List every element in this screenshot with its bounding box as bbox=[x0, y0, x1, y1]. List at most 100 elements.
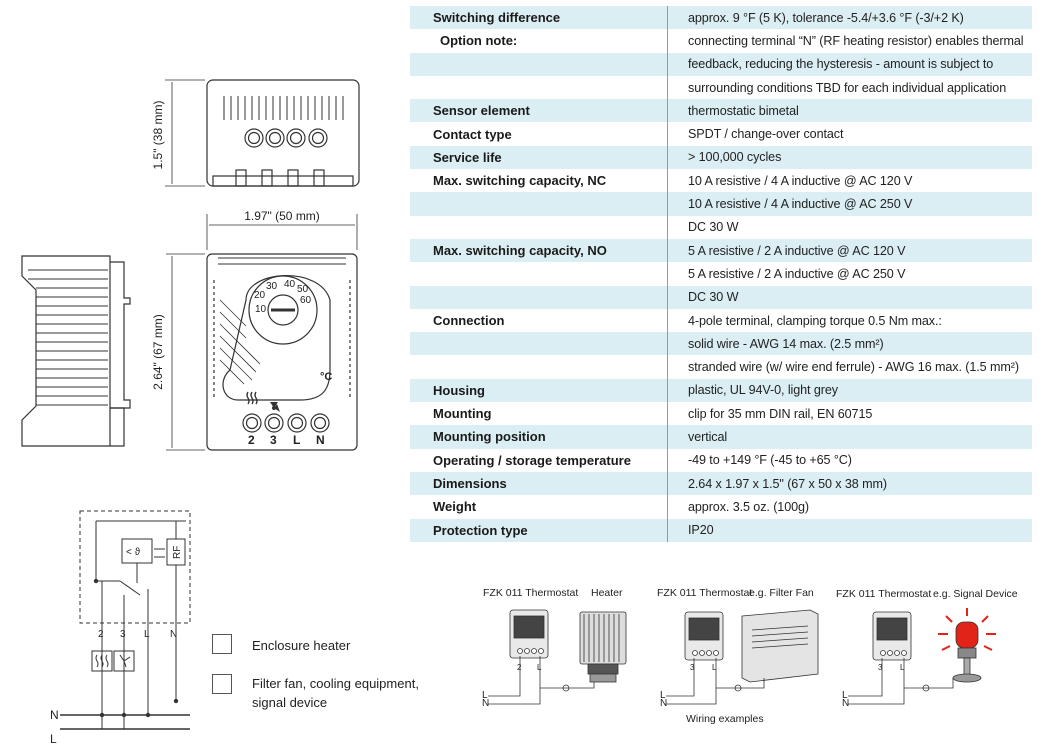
ex2-t3: 3 bbox=[690, 663, 695, 672]
spec-value: 5 A resistive / 2 A inductive @ AC 250 V bbox=[667, 262, 1032, 286]
spec-value: approx. 9 °F (5 K), tolerance -5.4/+3.6 … bbox=[667, 6, 1032, 30]
ex1-t2: 2 bbox=[517, 663, 522, 672]
front-view bbox=[206, 253, 358, 451]
legend-fan-label-1: Filter fan, cooling equipment, bbox=[252, 676, 419, 691]
spec-key: Operating / storage temperature bbox=[433, 452, 631, 468]
spec-value: > 100,000 cycles bbox=[667, 145, 1032, 170]
circuit-terminal-N: N bbox=[170, 629, 177, 640]
scale-50: 50 bbox=[297, 284, 309, 295]
spec-key: Service life bbox=[433, 149, 502, 165]
spec-key: Mounting bbox=[433, 406, 492, 422]
spec-value: 10 A resistive / 4 A inductive @ AC 250 … bbox=[667, 192, 1032, 216]
ex1-n: N bbox=[482, 698, 489, 709]
filter-fan-device bbox=[741, 609, 819, 683]
front-terminal-2: 2 bbox=[248, 433, 255, 447]
ex1-load-label: Heater bbox=[591, 587, 623, 599]
spec-key: Protection type bbox=[433, 522, 528, 538]
spec-value: 4-pole terminal, clamping torque 0.5 Nm … bbox=[667, 308, 1032, 333]
scale-30: 30 bbox=[266, 281, 278, 292]
spec-row: Weight approx. 3.5 oz. (100g) bbox=[410, 495, 1032, 519]
circuit-terminal-3: 3 bbox=[120, 629, 126, 640]
circuit-terminal-2: 2 bbox=[98, 629, 104, 640]
legend-heater-label: Enclosure heater bbox=[252, 638, 351, 653]
spec-row: solid wire - AWG 14 max. (2.5 mm²) bbox=[410, 332, 1032, 356]
ex1-thermostat bbox=[509, 609, 549, 659]
scale-60: 60 bbox=[300, 295, 312, 306]
spec-key: Max. switching capacity, NO bbox=[433, 243, 607, 259]
spec-key: Dimensions bbox=[433, 476, 507, 492]
spec-value: 5 A resistive / 2 A inductive @ AC 120 V bbox=[667, 238, 1032, 263]
spec-key: Housing bbox=[433, 382, 485, 398]
dimension-drawings: 1.5" (38 mm) 1.97" (50 mm) 2.64" (67 mm) bbox=[21, 79, 360, 451]
ex3-load-label: e.g. Signal Device bbox=[933, 588, 1018, 600]
signal-device bbox=[938, 608, 996, 683]
spec-key: Weight bbox=[433, 499, 477, 515]
spec-row: 10 A resistive / 4 A inductive @ AC 250 … bbox=[410, 192, 1032, 216]
spec-value: 10 A resistive / 4 A inductive @ AC 120 … bbox=[667, 169, 1032, 193]
spec-value: SPDT / change-over contact bbox=[667, 122, 1032, 146]
spec-row: Housing plastic, UL 94V-0, light grey bbox=[410, 378, 1032, 403]
spec-row: Contact type SPDT / change-over contact bbox=[410, 122, 1032, 146]
sensor-symbol: < ϑ bbox=[126, 547, 141, 558]
spec-row: Max. switching capacity, NO 5 A resistive… bbox=[410, 238, 1032, 263]
scale-10: 10 bbox=[255, 304, 267, 315]
unit-celsius: °C bbox=[320, 371, 332, 383]
spec-value: solid wire - AWG 14 max. (2.5 mm²) bbox=[667, 332, 1032, 356]
spec-row: Service life > 100,000 cycles bbox=[410, 145, 1032, 170]
ex3-t3: 3 bbox=[878, 663, 883, 672]
spec-row: Option note:connecting terminal “N” (RF … bbox=[410, 29, 1032, 53]
spec-row: Mounting clip for 35 mm DIN rail, EN 6071… bbox=[410, 402, 1032, 426]
side-view bbox=[21, 255, 131, 447]
spec-row: stranded wire (w/ wire end ferrule) - AW… bbox=[410, 355, 1032, 379]
spec-value: 2.64 x 1.97 x 1.5" (67 x 50 x 38 mm) bbox=[667, 471, 1032, 496]
spec-row: Switching difference approx. 9 °F (5 K), … bbox=[410, 6, 1032, 30]
spec-value: clip for 35 mm DIN rail, EN 60715 bbox=[667, 402, 1032, 426]
spec-row: Mounting position vertical bbox=[410, 425, 1032, 449]
ex2-n: N bbox=[660, 698, 667, 709]
circuit-terminal-L: L bbox=[144, 629, 150, 640]
spec-value: DC 30 W bbox=[667, 215, 1032, 239]
ex3-l: L bbox=[842, 690, 848, 701]
spec-value: plastic, UL 94V-0, light grey bbox=[667, 378, 1032, 403]
spec-value: -49 to +149 °F (-45 to +65 °C) bbox=[667, 448, 1032, 472]
ex2-device-label: FZK 011 Thermostat bbox=[657, 587, 753, 599]
spec-key: Mounting position bbox=[433, 429, 546, 445]
spec-table: Switching difference approx. 9 °F (5 K), … bbox=[410, 6, 1032, 542]
spec-value: DC 30 W bbox=[667, 285, 1032, 309]
width-dimension: 1.97" (50 mm) bbox=[244, 209, 320, 223]
spec-row: 5 A resistive / 2 A inductive @ AC 250 V bbox=[410, 262, 1032, 286]
front-terminal-N: N bbox=[316, 433, 325, 447]
ex1-device-label: FZK 011 Thermostat bbox=[483, 587, 579, 599]
spec-row: Max. switching capacity, NC 10 A resistiv… bbox=[410, 169, 1032, 193]
ex3-tl: L bbox=[900, 663, 905, 672]
scale-20: 20 bbox=[254, 290, 266, 301]
front-terminal-3: 3 bbox=[270, 433, 277, 447]
spec-row: feedback, reducing the hysteresis - amou… bbox=[410, 52, 1032, 76]
front-terminal-L: L bbox=[293, 433, 300, 447]
spec-key: Switching difference bbox=[433, 10, 561, 26]
ex3-device-label: FZK 011 Thermostat bbox=[836, 588, 932, 600]
ex2-l: L bbox=[660, 690, 666, 701]
heater-device bbox=[579, 611, 627, 683]
ex3-thermostat bbox=[872, 611, 912, 661]
wiring-caption: Wiring examples bbox=[686, 713, 764, 725]
spec-key: Contact type bbox=[433, 126, 512, 142]
rf-label: RF bbox=[172, 546, 183, 559]
ex2-tl: L bbox=[712, 663, 717, 672]
ex2-load-label: e.g. Filter Fan bbox=[749, 587, 814, 599]
spec-value: approx. 3.5 oz. (100g) bbox=[667, 495, 1032, 519]
heater-icon bbox=[212, 634, 232, 654]
length-dimension: 2.64" (67 mm) bbox=[151, 314, 165, 390]
spec-value: connecting terminal “N” (RF heating resi… bbox=[667, 29, 1032, 53]
legend-fan-label-2: signal device bbox=[252, 695, 328, 710]
spec-value: thermostatic bimetal bbox=[667, 99, 1032, 123]
scale-40: 40 bbox=[284, 279, 296, 290]
ex3-n: N bbox=[842, 698, 849, 709]
spec-value: stranded wire (w/ wire end ferrule) - AW… bbox=[667, 355, 1032, 379]
circuit-line-N: N bbox=[50, 708, 59, 722]
spec-value: vertical bbox=[667, 425, 1032, 449]
spec-key: Max. switching capacity, NC bbox=[433, 173, 607, 189]
spec-row: DC 30 W bbox=[410, 215, 1032, 239]
